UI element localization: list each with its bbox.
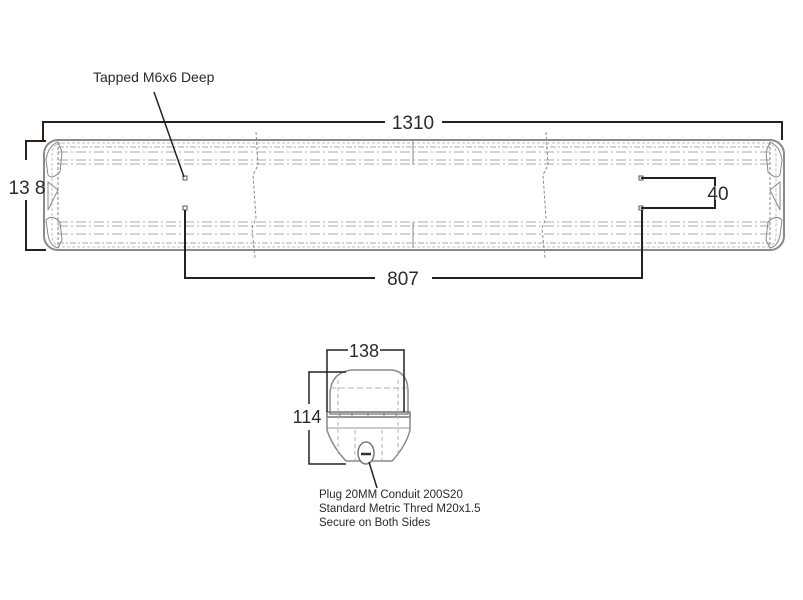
hole-left-bottom bbox=[182, 205, 188, 211]
leader-line bbox=[153, 91, 185, 178]
end-view: 138 114 Plug 20MM Conduit 200S20 Standar… bbox=[293, 341, 481, 529]
leader-label: Tapped M6x6 Deep bbox=[93, 69, 215, 85]
hidden-lines bbox=[58, 146, 770, 244]
hole-left-top bbox=[182, 175, 188, 181]
plug-leader-line bbox=[368, 461, 378, 489]
body-outline bbox=[43, 139, 785, 251]
body-inner-outline bbox=[51, 142, 777, 248]
plug-note: Plug 20MM Conduit 200S20 Standard Metric… bbox=[319, 489, 481, 529]
dim-end-height: 114 bbox=[293, 407, 322, 427]
housing-hidden-lines bbox=[337, 380, 399, 461]
plug-note-line-3: Secure on Both Sides bbox=[319, 517, 430, 529]
dim-width: 138 bbox=[349, 341, 379, 361]
gasket-ribs bbox=[339, 412, 397, 417]
dim-hole-spacing-vertical: 40 bbox=[707, 184, 728, 205]
top-view: Tapped M6x6 Deep 1310 13 8 40 807 bbox=[9, 69, 785, 290]
left-end-cap bbox=[45, 141, 63, 249]
dim-overall-length: 1310 bbox=[392, 113, 434, 134]
right-end-cap bbox=[765, 141, 783, 249]
dim-height: 13 8 bbox=[9, 178, 46, 199]
break-lines bbox=[251, 131, 549, 259]
diffuser-dome bbox=[329, 369, 409, 415]
plug-note-line-1: Plug 20MM Conduit 200S20 bbox=[319, 489, 463, 501]
dim-hole-spacing-horizontal: 807 bbox=[387, 269, 419, 290]
end-view-dimension-lines bbox=[308, 349, 405, 489]
dimension-lines bbox=[25, 91, 783, 279]
mounting-holes bbox=[182, 175, 644, 211]
plug-note-line-2: Standard Metric Thred M20x1.5 bbox=[319, 503, 481, 515]
